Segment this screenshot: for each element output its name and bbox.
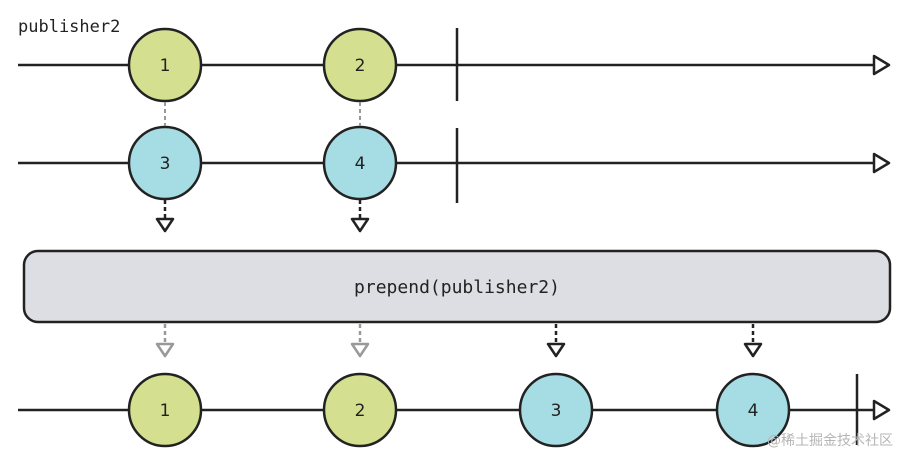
down-arrow-icon [155, 324, 175, 358]
marble-value: 3 [551, 401, 562, 421]
output-arrows [155, 324, 763, 358]
marble: 3 [127, 125, 203, 201]
marble: 2 [322, 27, 398, 103]
marble: 4 [715, 372, 791, 448]
timeline-arrow-icon [872, 399, 891, 421]
marble-value: 1 [160, 56, 171, 76]
marble-circle [127, 27, 203, 103]
down-arrow-icon [350, 200, 370, 233]
input-arrows [155, 200, 370, 233]
timeline-arrow-icon [872, 152, 891, 174]
down-arrow-icon [546, 324, 566, 358]
timeline-arrow-icon [872, 54, 891, 76]
marble: 4 [322, 125, 398, 201]
marble-value: 4 [355, 154, 366, 174]
marble-circle [322, 372, 398, 448]
marble-circle [322, 27, 398, 103]
marble-circle [518, 372, 594, 448]
marble-circle [715, 372, 791, 448]
marble-circle [127, 125, 203, 201]
down-arrow-icon [743, 324, 763, 358]
marble-value: 4 [748, 401, 759, 421]
operator-label: prepend(publisher2) [354, 277, 560, 298]
marble: 2 [322, 372, 398, 448]
marble-circle [127, 372, 203, 448]
down-arrow-icon [155, 200, 175, 233]
publisher2-label: publisher2 [18, 17, 120, 37]
down-arrow-icon [350, 324, 370, 358]
output-timeline: 1 2 3 4 [18, 372, 891, 448]
marble-value: 3 [160, 154, 171, 174]
operator-box-rect [22, 249, 892, 324]
marble: 3 [518, 372, 594, 448]
marble: 1 [127, 372, 203, 448]
marble-value: 2 [355, 401, 366, 421]
marble: 1 [127, 27, 203, 103]
marble-circle [322, 125, 398, 201]
marble-value: 1 [160, 401, 171, 421]
watermark: @稀土掘金技术社区 [767, 433, 893, 449]
emission-connectors [164, 102, 361, 126]
operator-box: prepend(publisher2) [22, 249, 892, 324]
marble-value: 2 [355, 56, 366, 76]
